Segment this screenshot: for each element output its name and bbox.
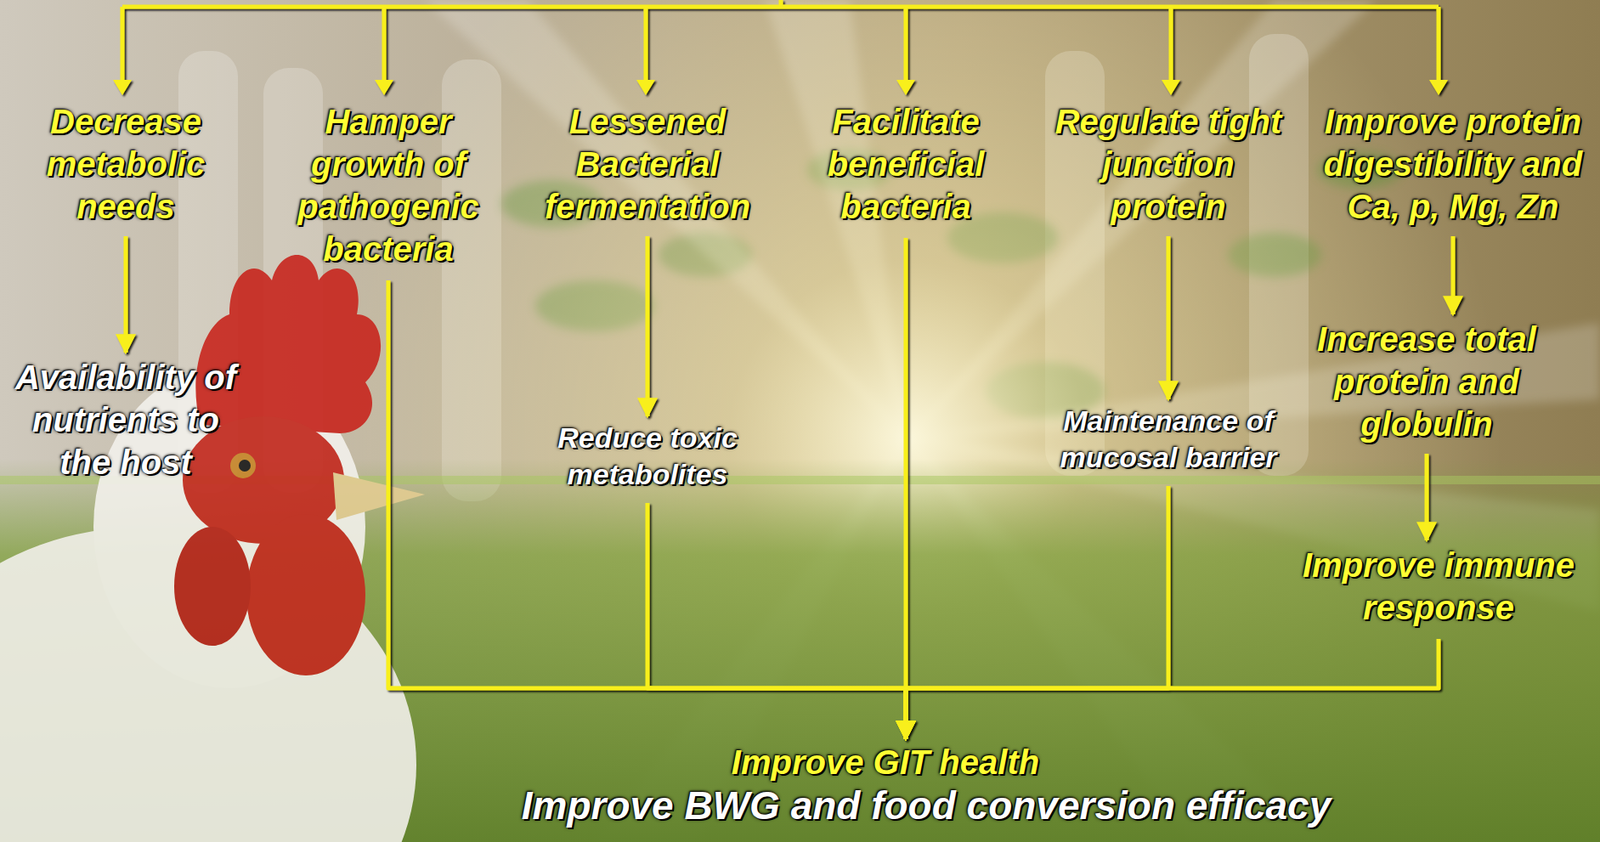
rooster-wattle [174,526,251,646]
step-label: Improve BWG and food conversion efficacy [475,783,1377,829]
step-label: Availability of nutrients to the host [6,356,245,484]
step-label: Improve protein digestibility and Ca, p,… [1312,100,1594,228]
step-label: Facilitate beneficial bacteria [795,100,1017,228]
connector-arrow [647,503,906,740]
bracket-arrowhead [896,79,916,96]
step-label: Increase total protein and globulin [1303,317,1550,446]
text-node: Improve GIT healthImprove BWG and food c… [475,740,1377,829]
top-bracket [113,0,1448,96]
bracket-arrowhead [636,79,656,96]
connector-arrow [388,280,906,740]
connector-arrow [905,638,1439,740]
bracket-lines [122,0,1439,84]
connector-arrow [904,237,909,740]
bracket-arrowhead [1429,79,1448,96]
connector-group [125,236,1454,740]
rooster-pupil [238,459,251,472]
connector-arrow [1166,236,1171,400]
connector-arrow [1424,453,1430,541]
text-node: Hamper growth of pathogenic bacteria [277,100,499,271]
rooster-eye [230,452,256,479]
rooster-wattle [246,514,366,676]
connector-arrow [905,486,1169,740]
text-node: Decrease metabolic needs [6,100,245,228]
step-label: Maintenance of mucosal barrier [1049,402,1288,476]
text-node: Improve immune response [1298,543,1579,629]
text-node: Maintenance of mucosal barrier [1049,402,1288,476]
text-node: Reduce toxic metabolites [541,419,754,493]
step-label: Reduce toxic metabolites [541,419,754,493]
bracket-arrowhead [1161,79,1181,96]
step-label: Improve immune response [1298,543,1579,629]
text-node: Regulate tight junction protein [1045,100,1292,228]
step-label: Decrease metabolic needs [6,100,245,228]
connector-arrow [124,236,129,353]
bracket-arrowhead [374,79,394,96]
step-label: Improve GIT health [435,740,1336,784]
bracket-arrowhead [113,79,132,96]
text-node: Increase total protein and globulin [1303,317,1550,446]
rooster-illustration [0,254,425,842]
step-label: Lessened Bacterial fermentation [528,100,767,228]
step-label: Regulate tight junction protein [1045,100,1292,228]
text-node: Lessened Bacterial fermentation [528,100,767,228]
text-node: Improve protein digestibility and Ca, p,… [1312,100,1594,228]
rooster-comb [195,254,381,434]
connector-arrow [1451,236,1456,315]
rooster-beak [333,472,425,521]
text-node: Availability of nutrients to the host [6,356,245,484]
text-node: Facilitate beneficial bacteria [795,100,1017,228]
step-label: Hamper growth of pathogenic bacteria [277,100,499,271]
connector-arrow [645,236,651,417]
